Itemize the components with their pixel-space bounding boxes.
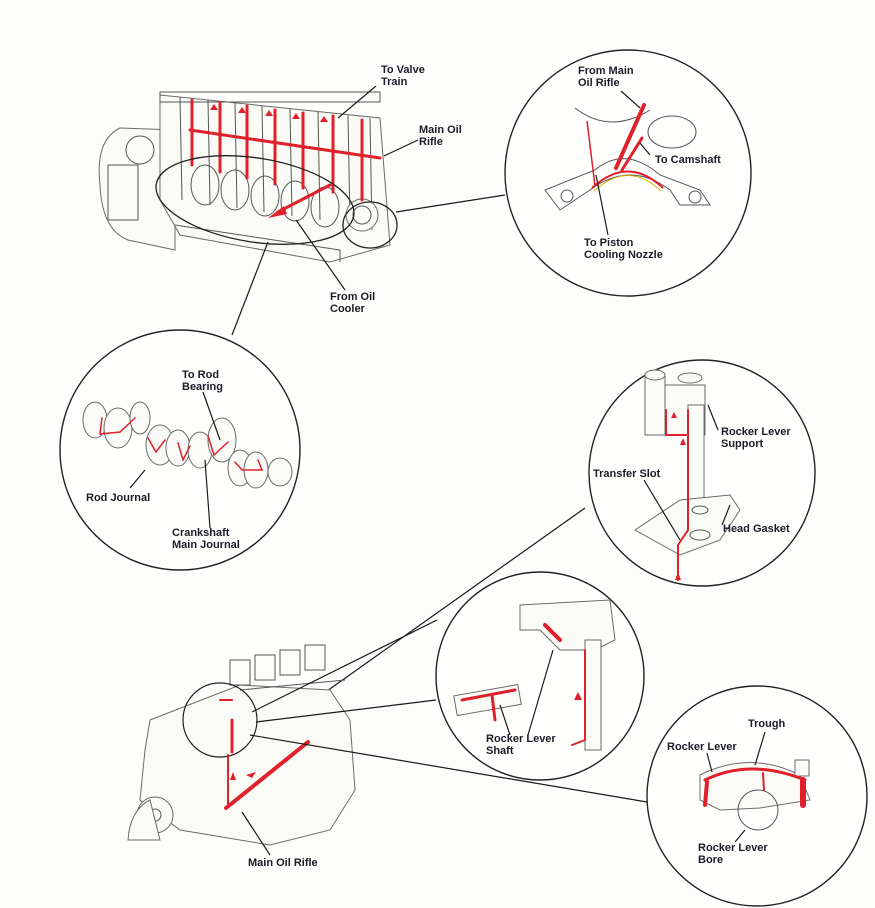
label-from-oil-cooler: From Oil Cooler	[330, 291, 376, 315]
label-crankshaft-main-journal: Crankshaft Main Journal	[172, 527, 240, 551]
label-head-gasket: Head Gasket	[723, 523, 790, 535]
label-main-oil-rifle-top: Main Oil Rifle	[419, 124, 462, 148]
label-rocker-lever: Rocker Lever	[667, 741, 737, 753]
label-rod-journal: Rod Journal	[86, 492, 151, 504]
engine-side-view	[127, 644, 356, 846]
rocker-lever-detail	[646, 685, 868, 907]
label-from-main-oil-rifle: From Main Oil Rifle	[578, 65, 634, 89]
label-rocker-lever-bore: Rocker Lever Bore	[698, 842, 768, 866]
label-trough: Trough	[748, 718, 786, 730]
label-transfer-slot: Transfer Slot	[593, 468, 661, 480]
rocker-shaft-detail	[435, 571, 645, 781]
main-bearing-detail	[504, 49, 752, 297]
label-to-valve-train: To Valve Train	[381, 64, 425, 88]
label-to-camshaft: To Camshaft	[655, 154, 721, 166]
label-main-oil-rifle-bottom: Main Oil Rifle	[248, 857, 318, 869]
label-rocker-lever-shaft: Rocker Lever Shaft	[486, 733, 556, 757]
engine-block-top-view	[98, 91, 398, 263]
label-rocker-lever-support: Rocker Lever Support	[721, 426, 791, 450]
label-to-rod-bearing: To Rod Bearing	[182, 369, 223, 393]
crankshaft-detail	[59, 329, 301, 571]
label-to-piston-cooling-nozzle: To Piston Cooling Nozzle	[584, 237, 663, 261]
rocker-support-detail	[588, 359, 816, 587]
